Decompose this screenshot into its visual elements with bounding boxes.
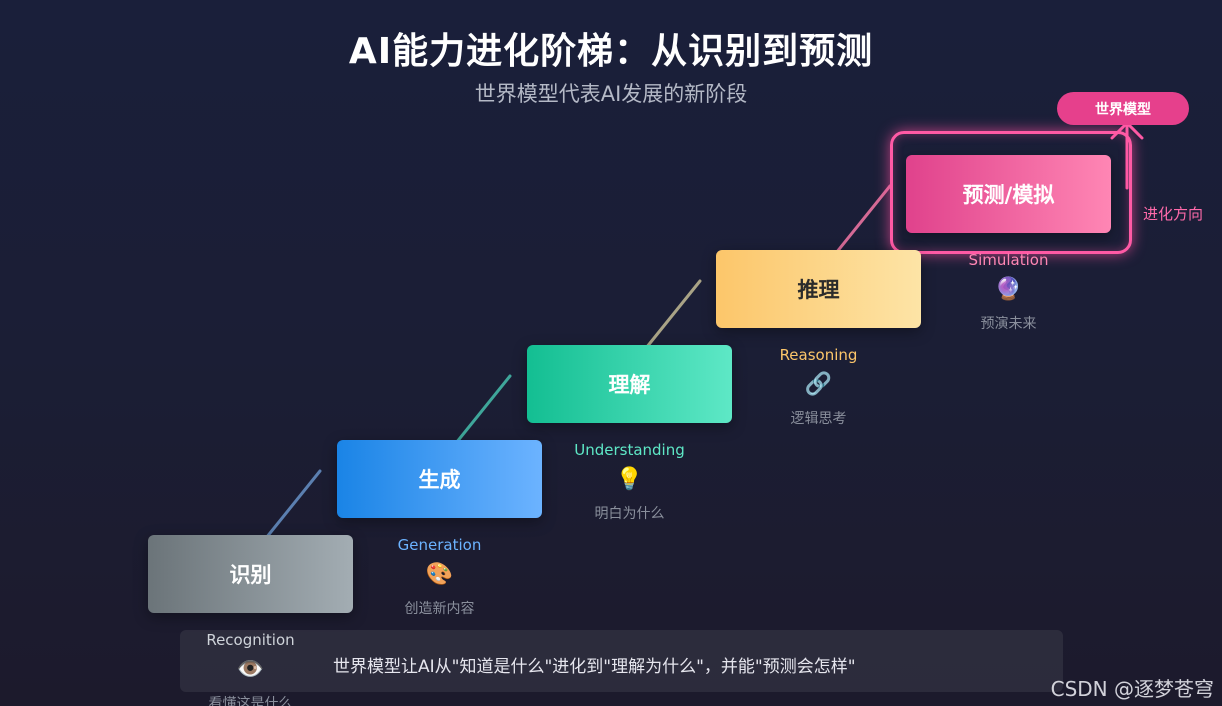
page-subtitle: 世界模型代表AI发展的新阶段 bbox=[474, 82, 748, 106]
evolution-direction-label: 进化方向 bbox=[1143, 205, 1204, 223]
summary-text: 世界模型让AI从"知道是什么"进化到"理解为什么"，并能"预测会怎样" bbox=[333, 657, 856, 677]
step-en-label: Generation bbox=[397, 536, 482, 554]
step-description: 明白为什么 bbox=[594, 506, 665, 522]
step-understanding: 理解 bbox=[527, 345, 732, 423]
crystal-ball-icon: 🔮 bbox=[994, 277, 1023, 302]
step-description: 看懂这是什么 bbox=[208, 696, 293, 706]
step-description: 逻辑思考 bbox=[790, 411, 847, 427]
page-title: AI能力进化阶梯：从识别到预测 bbox=[348, 31, 874, 72]
lightbulb-icon: 💡 bbox=[615, 467, 644, 492]
step-description: 预演未来 bbox=[980, 316, 1037, 332]
step-en-label: Simulation bbox=[968, 251, 1049, 269]
step-recognition: 识别 bbox=[148, 535, 353, 613]
step-generation: 生成 bbox=[337, 440, 542, 518]
step-label-generation: Generation 🎨 创造新内容 bbox=[337, 536, 542, 618]
step-en-label: Reasoning bbox=[779, 346, 858, 364]
palette-icon: 🎨 bbox=[425, 562, 454, 587]
step-en-label: Recognition bbox=[206, 631, 295, 649]
step-reasoning: 推理 bbox=[716, 250, 921, 328]
step-simulation: 预测/模拟 bbox=[906, 155, 1111, 233]
world-model-badge: 世界模型 bbox=[1057, 92, 1189, 125]
step-label-simulation: Simulation 🔮 预演未来 bbox=[906, 251, 1111, 333]
link-icon: 🔗 bbox=[804, 372, 833, 397]
watermark: CSDN @逐梦苍穹 bbox=[1050, 677, 1214, 701]
step-label-reasoning: Reasoning 🔗 逻辑思考 bbox=[716, 346, 921, 428]
eye-icon: 👁️ bbox=[236, 657, 265, 682]
step-label-understanding: Understanding 💡 明白为什么 bbox=[527, 441, 732, 523]
step-en-label: Understanding bbox=[574, 441, 685, 459]
summary-bar bbox=[180, 630, 1063, 692]
highlight-glow-frame bbox=[890, 131, 1132, 254]
step-description: 创造新内容 bbox=[404, 601, 475, 617]
step-label-recognition: Recognition 👁️ 看懂这是什么 bbox=[148, 631, 353, 706]
